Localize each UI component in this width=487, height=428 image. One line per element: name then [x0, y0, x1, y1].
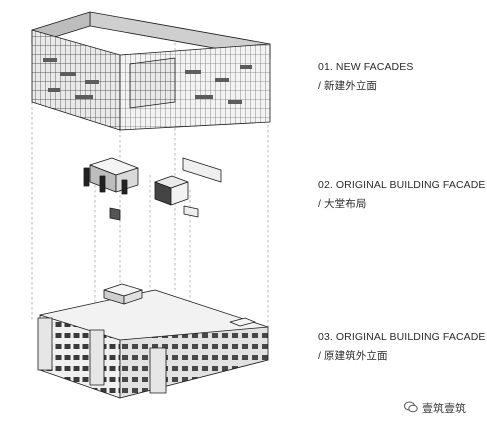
roof-stair-core [229, 317, 256, 327]
original-building [37, 283, 270, 399]
lobby-box-right [170, 181, 189, 206]
stair-tower-left [37, 317, 53, 371]
lobby-post-1 [83, 167, 90, 187]
label-subtitle: / 新建外立面 [318, 80, 378, 92]
lobby-panel-small [183, 205, 199, 218]
roof-penthouse-front [123, 289, 143, 305]
label-title: 02. ORIGINAL BUILDING FACADE [318, 179, 486, 191]
lobby-wall-panel [182, 157, 222, 183]
lobby-layout [83, 157, 222, 221]
label-title: 01. NEW FACADES [318, 61, 414, 73]
label-title: 03. ORIGINAL BUILDING FACADE [318, 331, 486, 343]
label-subtitle: / 原建筑外立面 [318, 350, 388, 362]
facade-dark-panels [43, 58, 252, 104]
lobby-floor-tile [109, 207, 121, 221]
new-facades-volume [31, 11, 271, 131]
stair-tower-right [149, 347, 167, 394]
lobby-post-3 [121, 179, 128, 195]
label-original-facade: 03. ORIGINAL BUILDING FACADE / 原建筑外立面 [318, 330, 486, 363]
label-subtitle: / 大堂布局 [318, 198, 367, 210]
stair-tower-mid [89, 329, 105, 386]
facade-inner-recess [129, 57, 176, 109]
facade-front-left [31, 29, 121, 131]
building-front-right [119, 326, 269, 399]
wechat-icon [404, 401, 418, 416]
label-new-facades: 01. NEW FACADES / 新建外立面 [318, 60, 413, 93]
lobby-post-2 [99, 175, 106, 193]
label-lobby-layout: 02. ORIGINAL BUILDING FACADE / 大堂布局 [318, 178, 486, 211]
watermark-text: 壹筑壹筑 [422, 403, 466, 415]
watermark: 壹筑壹筑 [404, 400, 466, 416]
